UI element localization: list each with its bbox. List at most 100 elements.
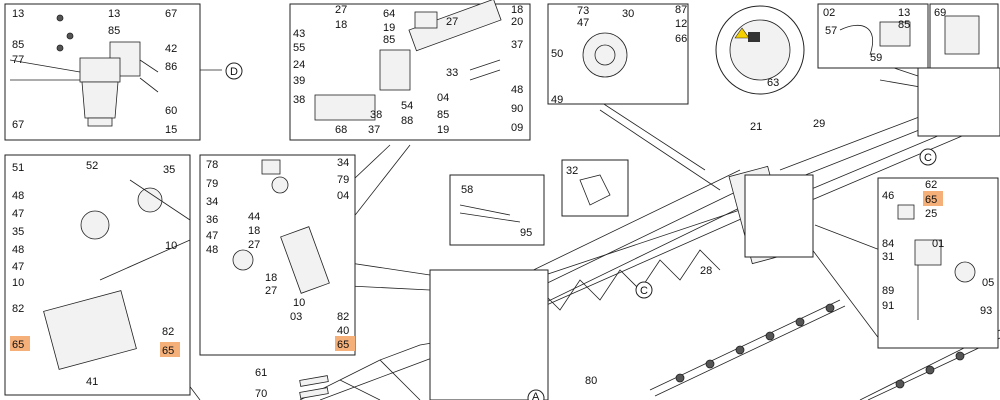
label-35: 35 [163,164,175,176]
label-43: 43 [293,28,305,40]
label-54: 54 [401,100,413,112]
label-85: 85 [108,25,120,37]
label-04: 04 [337,190,349,202]
panel-ties [449,174,545,246]
panel-hinge [199,154,356,356]
label-90: 90 [511,103,523,115]
label-66: 66 [675,33,687,45]
label-35: 35 [12,226,24,238]
label-27: 27 [446,16,458,28]
label-78: 78 [206,159,218,171]
label-36: 36 [206,214,218,226]
label-70: 70 [255,388,267,400]
label-50: 50 [551,48,563,60]
label-24: 24 [293,59,305,71]
label-48: 48 [12,190,24,202]
label-73: 73 [577,5,589,17]
label-95: 95 [520,227,532,239]
label-04: 04 [437,92,449,104]
label-40: 40 [337,325,349,337]
boom-structure [169,64,1000,400]
panel-ramp [299,375,329,399]
callout-a [527,389,545,400]
label-79: 79 [206,178,218,190]
label-38: 38 [370,109,382,121]
label-48: 48 [511,84,523,96]
label-85: 85 [12,39,24,51]
label-18: 18 [511,4,523,16]
label-67: 67 [12,119,24,131]
panel-clip [561,159,629,217]
label-51: 51 [12,162,24,174]
label-47: 47 [12,208,24,220]
panel-spindle [877,177,999,349]
label-47: 47 [577,17,589,29]
label-18: 18 [335,19,347,31]
label-09: 09 [511,122,523,134]
label-12: 12 [675,18,687,30]
label-65: 65 [925,194,937,206]
label-65: 65 [337,339,349,351]
label-91: 91 [882,300,894,312]
callout-c [919,148,937,166]
label-34: 34 [206,196,218,208]
label-61: 61 [255,367,267,379]
label-30: 30 [622,8,634,20]
label-c: C [640,285,648,297]
label-29: 29 [813,118,825,130]
label-85: 85 [437,109,449,121]
label-19: 19 [383,22,395,34]
label-52: 52 [86,160,98,172]
label-85: 85 [383,34,395,46]
panel-filter [4,3,201,141]
label-65: 65 [162,345,174,357]
label-37: 37 [511,39,523,51]
label-34: 34 [337,157,349,169]
label-32: 32 [566,165,578,177]
label-a: A [532,391,540,400]
label-28: 28 [700,265,712,277]
label-38: 38 [293,94,305,106]
label-47: 47 [12,261,24,273]
label-05: 05 [982,277,994,289]
label-62: 62 [925,179,937,191]
label-27: 27 [335,4,347,16]
label-59: 59 [870,52,882,64]
label-68: 68 [335,124,347,136]
label-15: 15 [165,124,177,136]
label-01: 01 [932,238,944,250]
label-10: 10 [293,297,305,309]
label-19: 19 [437,124,449,136]
label-02: 02 [823,7,835,19]
label-41: 41 [86,376,98,388]
label-87: 87 [675,4,687,16]
label-10: 10 [165,240,177,252]
label-39: 39 [293,75,305,87]
label-21: 21 [750,121,762,133]
panel-brackets [817,3,999,69]
label-69: 69 [934,7,946,19]
label-79: 79 [337,174,349,186]
label-13: 13 [108,8,120,20]
label-13: 13 [898,7,910,19]
label-48: 48 [206,244,218,256]
callout-d [225,62,243,80]
callout-labels: 13 13 67 85 42 85 77 86 60 67 15 D 27 18… [12,4,994,400]
label-77: 77 [12,54,24,66]
label-20: 20 [511,16,523,28]
label-46: 46 [882,190,894,202]
label-42: 42 [165,43,177,55]
label-d: D [230,66,238,78]
label-03: 03 [290,311,302,323]
label-48: 48 [12,244,24,256]
label-47: 47 [206,230,218,242]
label-49: 49 [551,94,563,106]
label-27: 27 [248,239,260,251]
label-57: 57 [825,25,837,37]
label-27: 27 [265,285,277,297]
label-82: 82 [337,311,349,323]
label-13: 13 [12,8,24,20]
panel-wheel [547,3,805,105]
label-31: 31 [882,251,894,263]
